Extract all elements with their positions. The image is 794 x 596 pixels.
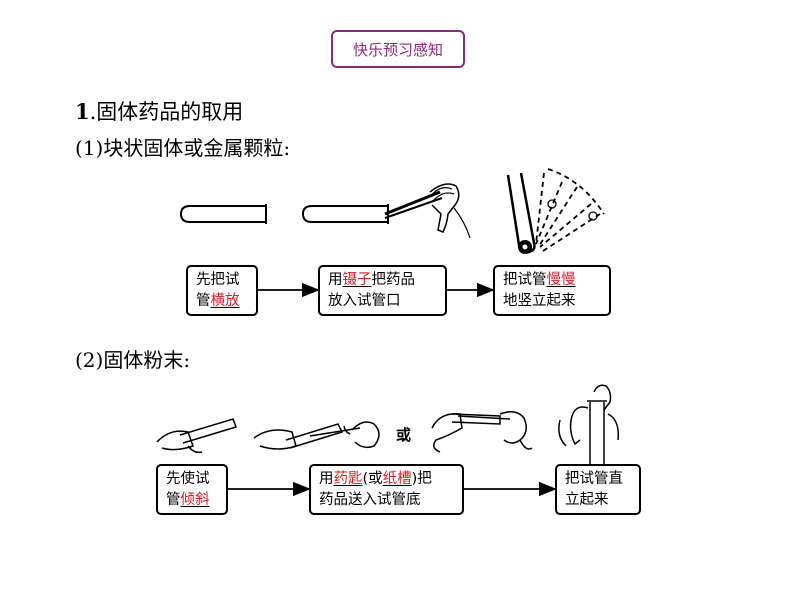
paper-trough-drawing bbox=[431, 411, 533, 453]
part2-heading: (2)固体粉末: bbox=[75, 348, 191, 372]
or-label: 或 bbox=[396, 426, 412, 444]
upright-tube-drawing bbox=[558, 384, 620, 471]
test-tube-horizontal-drawing bbox=[179, 204, 267, 224]
part1-heading: (1)块状固体或金属颗粒: bbox=[75, 136, 291, 160]
section-badge: 快乐预习感知 bbox=[331, 30, 465, 68]
tilt-tube-hand-drawing bbox=[156, 418, 237, 454]
spatula-insert-drawing bbox=[253, 421, 380, 450]
step2-stand-upright: 把试管直 立起来 bbox=[555, 464, 641, 515]
step2-spatula-insert: 用药匙(或纸槽)把 药品送入试管底 bbox=[309, 464, 464, 515]
tube-rotate-drawing bbox=[506, 168, 605, 254]
step1-raise-slowly: 把试管慢慢 地竖立起来 bbox=[493, 265, 611, 316]
section-title: 1.固体药品的取用 bbox=[75, 99, 244, 124]
step2-tilt-tube: 先使试 管倾斜 bbox=[156, 464, 228, 515]
step1-tweezers-insert: 用镊子把药品 放入试管口 bbox=[318, 265, 447, 316]
step1-lay-tube-flat: 先把试 管横放 bbox=[186, 265, 258, 316]
tweezers-insert-drawing bbox=[301, 183, 471, 239]
